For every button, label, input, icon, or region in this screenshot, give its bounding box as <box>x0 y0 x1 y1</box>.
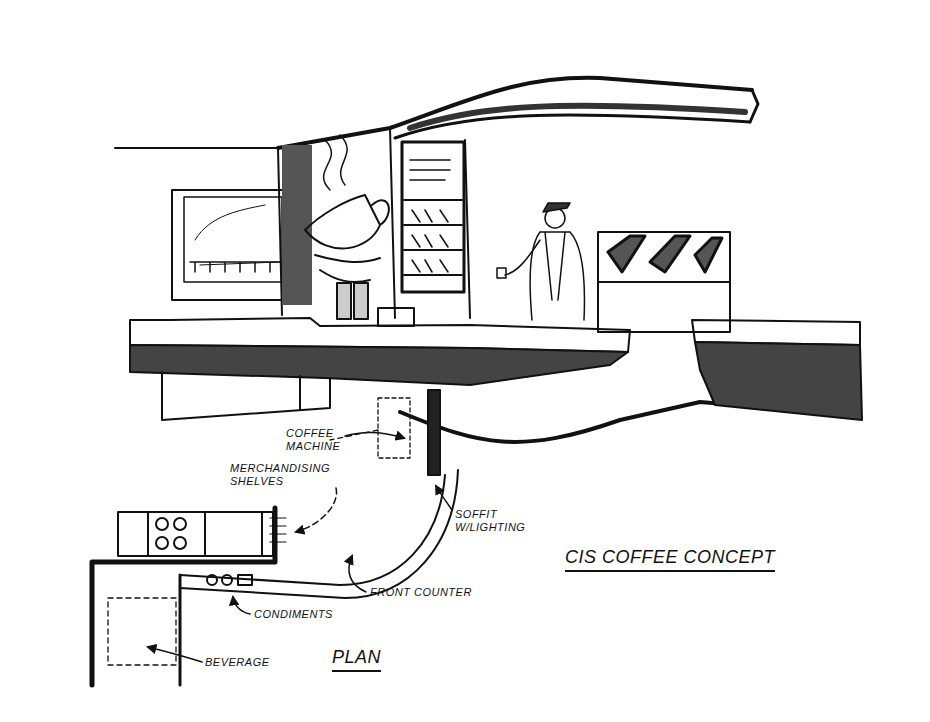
menu-cloud <box>195 205 280 265</box>
menu-board <box>172 190 290 300</box>
shelf-unit <box>402 142 464 292</box>
soffit-plan <box>428 390 440 475</box>
counter-face <box>130 345 628 385</box>
mural-shade <box>282 145 312 305</box>
wall-column <box>278 128 470 318</box>
cup-circle <box>156 518 168 530</box>
soffit-top <box>278 78 752 148</box>
case-glass <box>608 236 722 272</box>
callout-label: CONDIMENTS <box>254 608 333 621</box>
front-counter-plan <box>180 470 458 598</box>
leader-line <box>233 597 250 614</box>
view-title: PLAN <box>332 646 381 672</box>
body <box>530 232 584 320</box>
right-counter <box>692 320 860 345</box>
leader-line <box>349 556 366 592</box>
coffee-cup-mural <box>305 195 389 282</box>
condiment <box>222 575 232 585</box>
soffit-end <box>750 90 758 122</box>
merch-ticks <box>270 518 286 542</box>
shelf-dashed <box>330 430 378 440</box>
coffee-pot <box>337 283 351 319</box>
wall-line <box>115 147 278 149</box>
wall <box>92 508 275 685</box>
leader-line <box>345 432 404 438</box>
wall <box>179 575 182 685</box>
leaders <box>148 432 452 662</box>
front-counter-plan <box>180 475 445 585</box>
counter-base <box>162 372 330 420</box>
shelf-items <box>410 160 450 272</box>
cup-circle <box>174 518 186 530</box>
condiment-tray <box>238 575 252 585</box>
case-base <box>598 282 730 332</box>
condiment <box>207 575 217 585</box>
sheet-title: CIS COFFEE CONCEPT <box>565 546 775 572</box>
menu-board-inner <box>184 197 282 282</box>
callout-label: FRONT COUNTER <box>370 586 472 599</box>
merch-shelf <box>118 512 273 556</box>
merch-dividers <box>148 512 262 556</box>
leader-line <box>148 647 202 662</box>
steam <box>324 135 348 190</box>
perspective-view <box>115 78 862 442</box>
callout-label: SOFFIT W/LIGHTING <box>455 508 533 534</box>
plan-view <box>92 390 458 685</box>
cap <box>543 203 570 212</box>
coffee-machine-outline <box>378 398 410 458</box>
beverage-outline <box>108 598 176 665</box>
callout-label: BEVERAGE <box>205 656 270 669</box>
leader-line <box>296 488 337 532</box>
cup-circle <box>174 537 186 549</box>
callout-label: MERCHANDISING SHELVES <box>230 462 334 488</box>
coffee-pot <box>354 283 368 319</box>
right-counter-face <box>695 342 862 420</box>
barista <box>497 203 584 320</box>
register <box>378 308 414 326</box>
callout-label: COFFEE MACHINE <box>286 427 344 453</box>
soffit-shade <box>410 106 745 128</box>
display-case <box>598 232 730 282</box>
cup <box>497 268 506 278</box>
rail <box>190 262 290 272</box>
leader-line <box>436 486 452 510</box>
cup-circle <box>156 537 168 549</box>
arm <box>505 240 540 275</box>
